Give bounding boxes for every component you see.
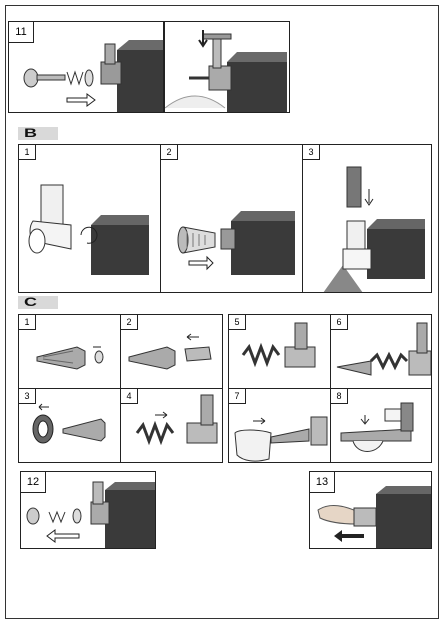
step-number: 8 (331, 389, 348, 404)
section-c-panel-2: 2 (120, 314, 223, 389)
step-number: 1 (19, 315, 36, 330)
section-c-panel-1: 1 (18, 314, 121, 389)
shredder-feed-diagram (323, 166, 425, 292)
manual-page (5, 5, 439, 619)
auger-housing-diagram (135, 394, 218, 446)
section-b-label: B (18, 127, 58, 140)
section-b-panel-2: 2 (160, 144, 303, 293)
step-number: 7 (229, 389, 246, 404)
step-number: 4 (121, 389, 138, 404)
section-c-panel-8: 8 (330, 388, 432, 463)
step-number: 5 (229, 315, 246, 330)
cone-ring-diagram (32, 403, 106, 444)
step-number: 2 (121, 315, 138, 330)
step-12-panel: 12 (20, 471, 156, 549)
step-number: 13 (310, 472, 335, 493)
section-c-panel-5: 5 (228, 314, 331, 389)
kebbe-form-diagram (340, 402, 414, 452)
auger-assembled-diagram (336, 322, 431, 376)
sausage-fill-diagram (234, 416, 328, 462)
attachment-removal-diagram (317, 486, 431, 548)
step-number: 11 (9, 22, 34, 43)
section-c-panel-7: 7 (228, 388, 331, 463)
step-number: 3 (19, 389, 36, 404)
cone-insert-diagram (177, 211, 295, 275)
step-number: 12 (21, 472, 46, 493)
section-c-panel-4: 4 (120, 388, 223, 463)
section-c-label: C (18, 296, 58, 309)
cone-cap-diagram (128, 333, 212, 370)
section-c-panel-6: 6 (330, 314, 432, 389)
step-number: 2 (161, 145, 178, 160)
grinder-disassembly-diagram (23, 40, 163, 112)
auger-insert-diagram (241, 322, 316, 368)
step-mount-panel (164, 21, 290, 113)
grinder-mounting-diagram (165, 30, 287, 112)
step-11-panel: 11 (8, 21, 164, 113)
cone-parts-diagram (36, 346, 104, 370)
step-number: 3 (303, 145, 320, 160)
section-b-panel-3: 3 (302, 144, 432, 293)
section-b-panel-1: 1 (18, 144, 161, 293)
section-c-panel-3: 3 (18, 388, 121, 463)
step-number: 6 (331, 315, 348, 330)
grinder-removal-diagram (26, 481, 155, 548)
step-number: 1 (19, 145, 36, 160)
shredder-attachment-diagram (28, 184, 149, 275)
step-13-panel: 13 (309, 471, 432, 549)
